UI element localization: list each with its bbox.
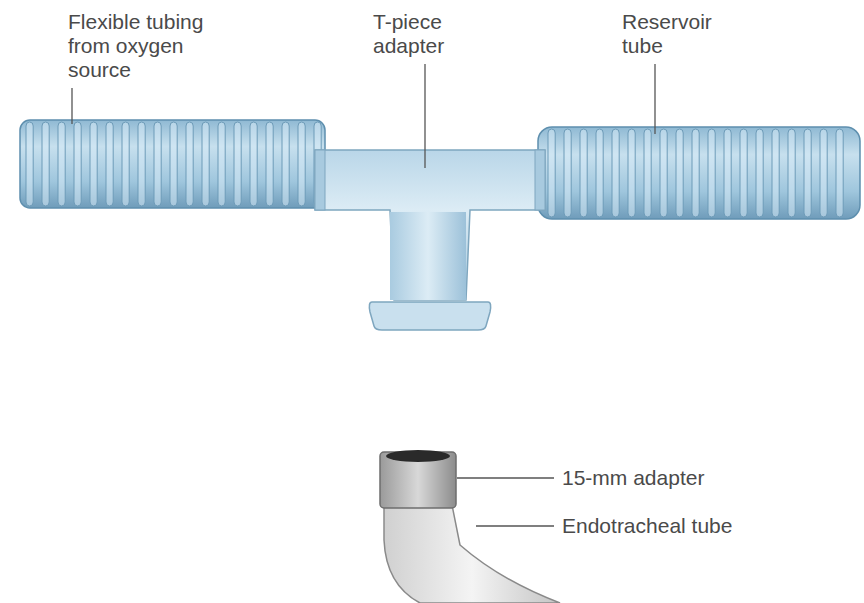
tube-ridge — [580, 129, 587, 217]
t-piece-body — [315, 150, 545, 300]
tube-ridge — [772, 129, 779, 217]
tube-ridge — [820, 129, 827, 217]
tube-ridge — [106, 122, 113, 206]
leader-line — [654, 64, 655, 134]
tube-ridge — [186, 122, 193, 206]
tube-ridge — [564, 129, 571, 217]
tube-ridge — [298, 122, 305, 206]
leader-line — [457, 477, 554, 478]
tube-ridge — [644, 129, 651, 217]
leader-line — [71, 88, 72, 124]
tube-ridge — [90, 122, 97, 206]
tube-ridge — [548, 129, 555, 217]
tube-ridge — [660, 129, 667, 217]
endotracheal-tube — [384, 505, 560, 603]
tube-ridge — [42, 122, 49, 206]
tube-ridge — [250, 122, 257, 206]
tube-ridge — [612, 129, 619, 217]
tube-ridge — [234, 122, 241, 206]
tube-ridge — [58, 122, 65, 206]
tube-ridge — [282, 122, 289, 206]
t-piece-flange — [369, 302, 490, 330]
part-label: Reservoir tube — [622, 10, 732, 58]
adapter-bore — [386, 450, 450, 462]
flexible-tubing — [20, 120, 325, 208]
part-label: Endotracheal tube — [562, 514, 732, 538]
leader-line — [476, 525, 554, 526]
leader-line — [424, 64, 425, 168]
tube-ridge — [154, 122, 161, 206]
t-piece-collar — [535, 150, 545, 210]
t-piece-stem — [390, 212, 466, 300]
part-label: 15-mm adapter — [562, 466, 704, 490]
tube-ridge — [740, 129, 747, 217]
leader-lines — [72, 64, 655, 526]
tube-ridge — [676, 129, 683, 217]
part-label: T-piece adapter — [373, 10, 473, 58]
tube-ridges — [548, 129, 843, 217]
tube-ridge — [218, 122, 225, 206]
t-piece-collar — [315, 150, 325, 210]
tube-ridge — [122, 122, 129, 206]
tube-ridge — [170, 122, 177, 206]
tube-ridge — [26, 122, 33, 206]
tube-ridge — [628, 129, 635, 217]
tube-ridge — [756, 129, 763, 217]
tube-ridge — [692, 129, 699, 217]
part-label: Flexible tubing from oxygen source — [68, 10, 233, 82]
tube-ridge — [266, 122, 273, 206]
tube-ridge — [708, 129, 715, 217]
tube-ridge — [596, 129, 603, 217]
tube-ridge — [74, 122, 81, 206]
reservoir-tube — [538, 127, 860, 219]
tube-ridge — [724, 129, 731, 217]
tube-ridge — [202, 122, 209, 206]
tube-ridge — [804, 129, 811, 217]
tube-ridges — [26, 122, 321, 206]
tube-ridge — [836, 129, 843, 217]
tube-ridge — [138, 122, 145, 206]
tube-ridge — [788, 129, 795, 217]
